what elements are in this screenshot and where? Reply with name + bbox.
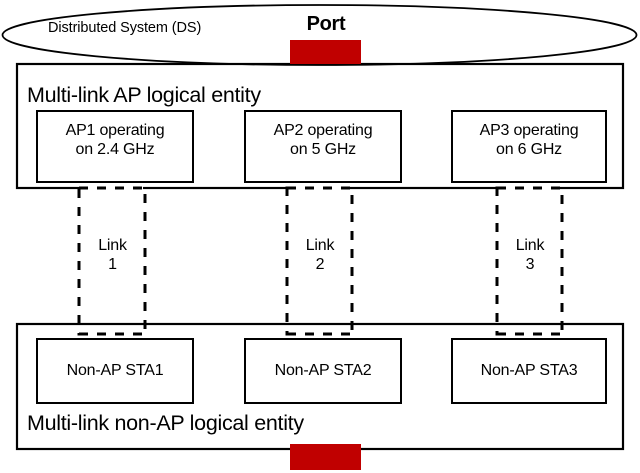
ap2-box [244,110,402,183]
sta2-box [244,338,402,404]
link-2-channel [285,186,354,336]
link-3-top-gap [499,186,560,191]
sta-logical-entity-title: Multi-link non-AP logical entity [27,411,304,435]
sta1-label: Non-AP STA1 [66,362,164,379]
port-connector-top [290,40,361,64]
ap2-label: AP2 operating on 5 GHz [273,122,373,158]
distributed-system-label: Distributed System (DS) [48,20,202,36]
ap-logical-entity-title: Multi-link AP logical entity [27,83,261,107]
link-1-label: Link 1 [98,237,127,273]
port-label: Port [306,13,346,35]
link-1-channel [77,186,147,336]
ap1-label: AP1 operating on 2.4 GHz [65,122,165,158]
link-2-bottom-gap [289,331,350,336]
port-connector-bottom [290,444,361,470]
sta3-box [451,338,607,404]
sta3-label: Non-AP STA3 [480,362,578,379]
ap3-label: AP3 operating on 6 GHz [479,122,579,158]
sta1-box [36,338,194,404]
sta2-label: Non-AP STA2 [274,362,372,379]
link-2-label: Link 2 [305,237,335,273]
link-2-top-gap [289,186,350,191]
ap3-box [451,110,607,183]
link-1-top-gap [81,186,143,191]
link-3-label: Link 3 [515,237,545,273]
link-3-bottom-gap [499,331,560,336]
ap1-box [36,110,194,183]
link-3-channel [495,186,564,336]
link-1-bottom-gap [81,331,143,336]
